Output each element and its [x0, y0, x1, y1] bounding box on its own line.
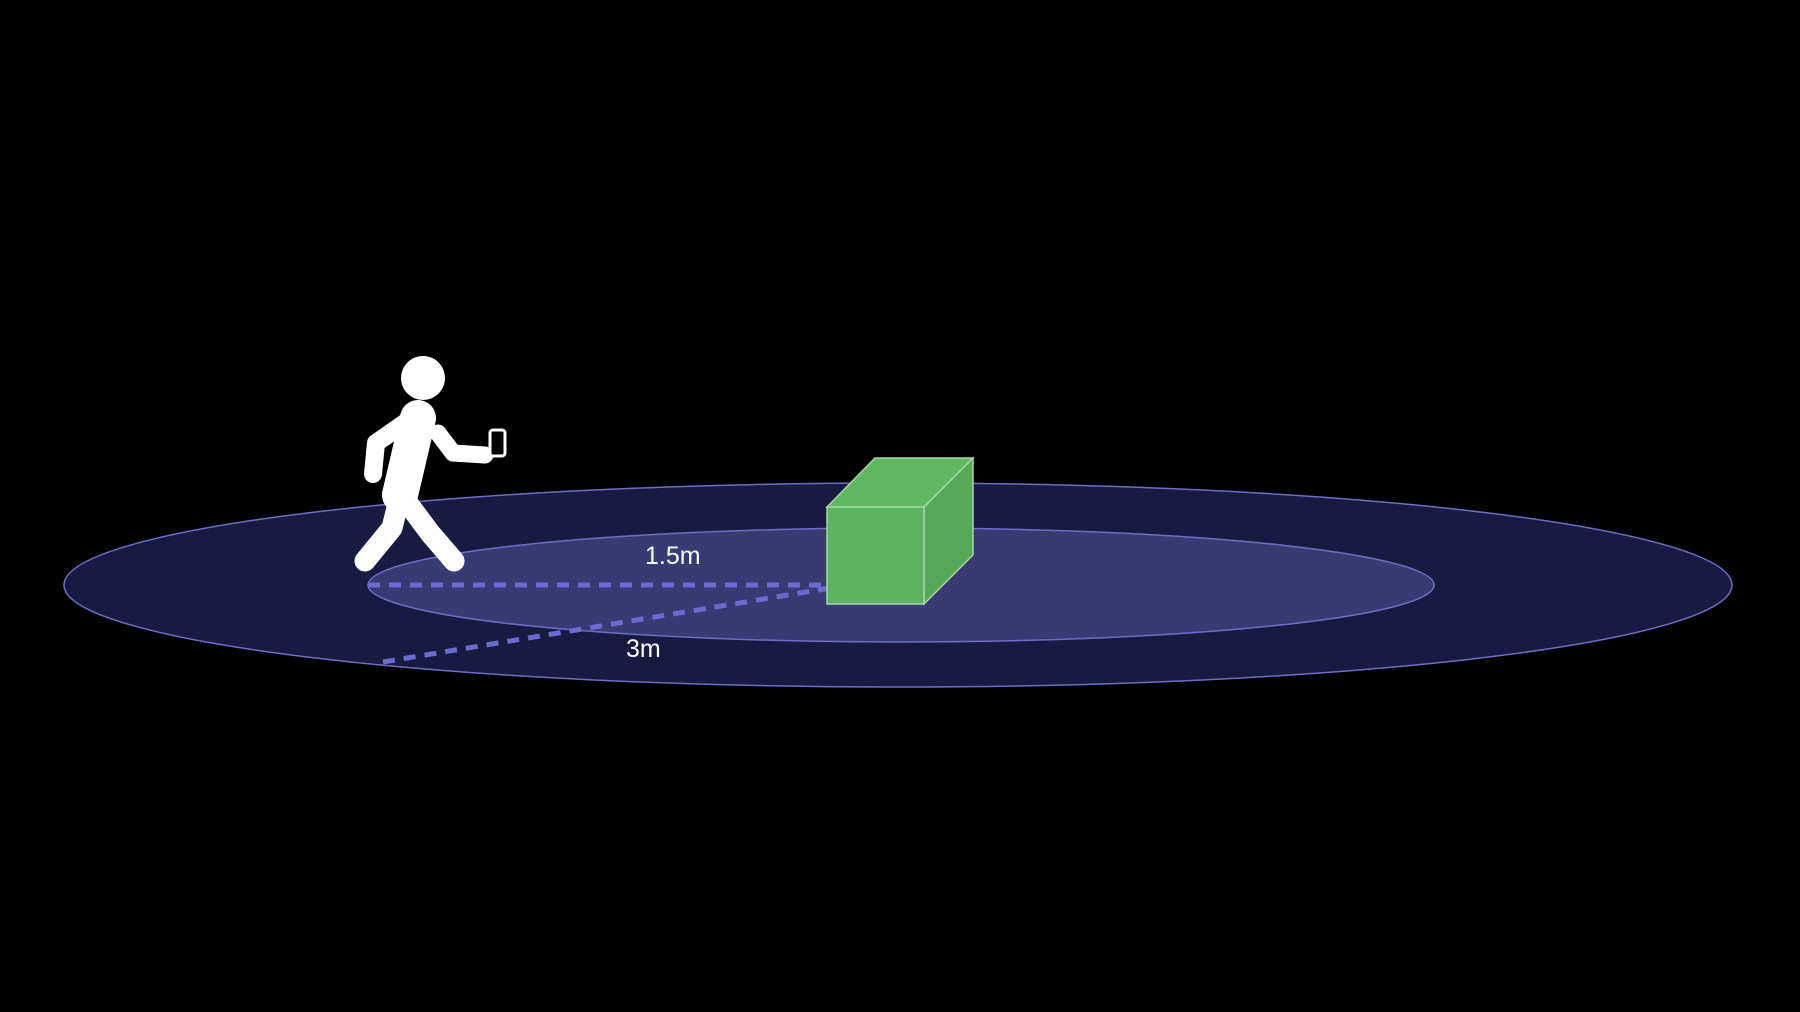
person-front-leg: [393, 487, 465, 572]
cube-front-face: [826, 506, 925, 605]
phone-icon: [488, 428, 507, 458]
cube-object: [825, 456, 975, 606]
person-back-leg: [354, 489, 410, 572]
person-back-arm: [364, 411, 418, 483]
person-front-arm: [429, 424, 494, 464]
walking-person-with-phone-icon: [354, 356, 507, 572]
person-head: [401, 356, 445, 400]
person-torso: [382, 400, 436, 513]
inner-distance-label: 1.5m: [645, 542, 701, 570]
outer-distance-label: 3m: [626, 635, 661, 663]
